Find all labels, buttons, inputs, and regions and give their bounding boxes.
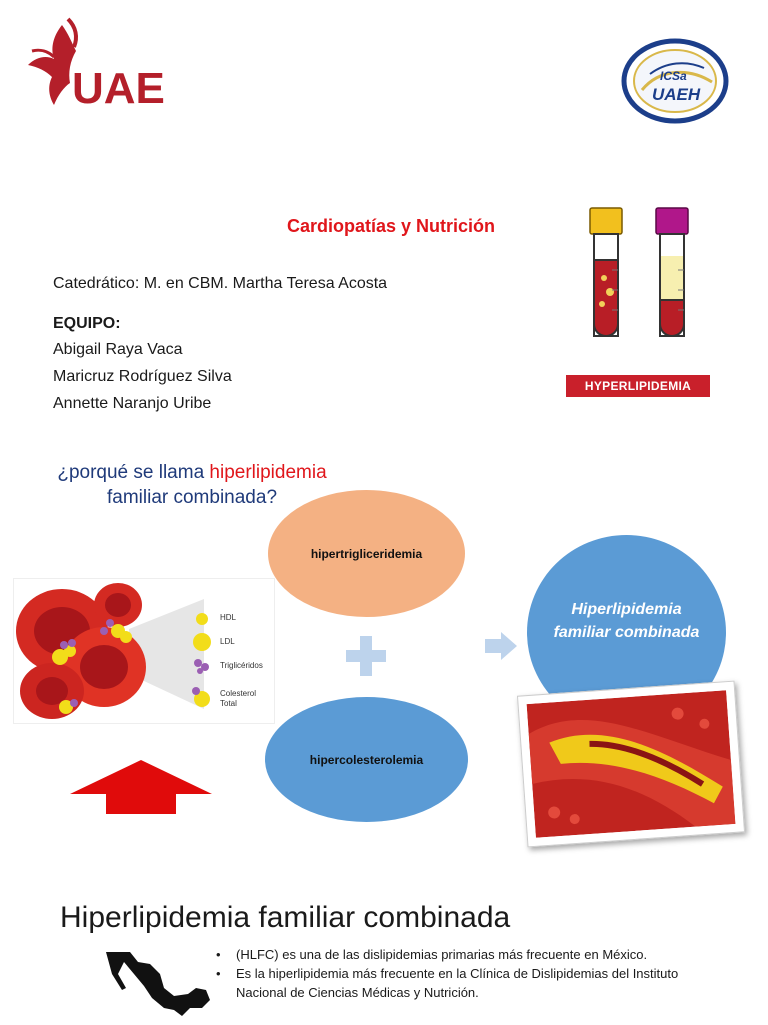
bullet-item: Es la hiperlipidemia más frecuente en la… xyxy=(216,964,686,1002)
uaeh-logo: UAEH xyxy=(24,15,197,113)
tube-cap-yellow xyxy=(589,207,623,235)
team-label: EQUIPO: xyxy=(53,315,121,332)
blood-cells-illustration: HDL LDL Triglicéridos Colesterol Total xyxy=(13,578,275,724)
legend-hdl: HDL xyxy=(220,613,237,622)
course-title: Cardiopatías y Nutrición xyxy=(287,216,496,236)
team-member: Maricruz Rodríguez Silva xyxy=(53,368,232,385)
node-hypercholesterolemia: hipercolesterolemia xyxy=(265,697,468,822)
legend-total-cholesterol: Colesterol Total xyxy=(220,689,257,708)
icsa-uaeh-seal: ICSa UAEH xyxy=(620,38,730,124)
team-member: Annette Naranjo Uribe xyxy=(53,395,212,412)
seal-subtext: ICSa xyxy=(660,69,687,83)
question-text-line2: familiar combinada? xyxy=(106,487,278,508)
legend-triglycerides: Triglicéridos xyxy=(220,661,263,670)
result-label: Hiperlipidemia familiar combinada xyxy=(553,600,700,641)
arrow-right-icon xyxy=(483,630,519,667)
question-heading: ¿porqué se llama hiperlipidemia familiar… xyxy=(0,460,384,510)
node-label: hipercolesterolemia xyxy=(309,752,424,767)
hyperlipidemia-badge: HYPERLIPIDEMIA xyxy=(566,375,710,397)
node-hypertriglyceridemia: hipertrigliceridemia xyxy=(268,490,465,617)
tube-cap-purple xyxy=(655,207,689,235)
legend-ldl: LDL xyxy=(220,637,235,646)
uaeh-logo-text: UAEH xyxy=(72,64,164,110)
node-label: hipertrigliceridemia xyxy=(310,546,423,561)
increase-arrow-icon xyxy=(68,758,214,821)
plus-icon xyxy=(344,634,388,683)
blood-tubes-illustration xyxy=(560,200,720,370)
question-text: ¿porqué se llama xyxy=(57,462,210,483)
bullet-list: (HLFC) es una de las dislipidemias prima… xyxy=(216,945,686,1002)
mexico-map-icon xyxy=(104,948,214,1025)
question-highlight: hiperlipidemia xyxy=(209,462,327,483)
seal-text: UAEH xyxy=(652,85,701,104)
artery-plaque-photo xyxy=(516,680,746,848)
bullet-item: (HLFC) es una de las dislipidemias prima… xyxy=(216,945,686,964)
section-title: Hiperlipidemia familiar combinada xyxy=(60,901,511,934)
teacher-name: Catedrático: M. en CBM. Martha Teresa Ac… xyxy=(53,275,388,292)
team-member: Abigail Raya Vaca xyxy=(53,341,183,358)
